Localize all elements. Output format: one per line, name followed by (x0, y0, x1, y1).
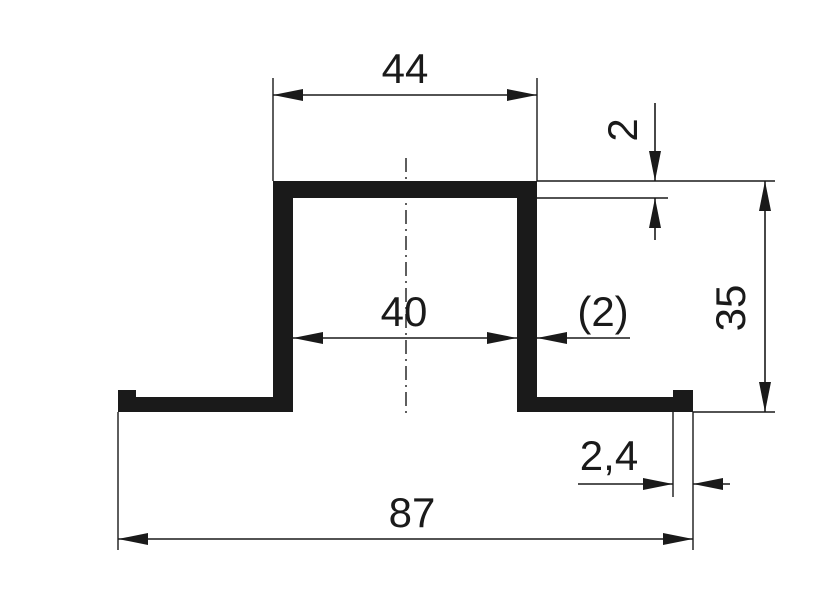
label-top-width: 44 (382, 45, 429, 92)
dim-inner-width: 40 (293, 288, 517, 344)
label-wall-thickness: 2 (599, 118, 646, 141)
dim-side-wall: (2) (537, 288, 630, 344)
dim-height: 35 (693, 181, 775, 413)
dim-top-width: 44 (272, 45, 538, 181)
dim-total-width: 87 (117, 412, 693, 550)
label-inner-width: 40 (381, 288, 428, 335)
dim-wall-thickness: 2 (537, 103, 775, 240)
label-height: 35 (707, 285, 754, 332)
dim-flange-thickness: 2,4 (578, 412, 730, 550)
label-side-wall: (2) (577, 288, 628, 335)
label-total-width: 87 (389, 489, 436, 536)
label-flange-thickness: 2,4 (580, 432, 638, 479)
